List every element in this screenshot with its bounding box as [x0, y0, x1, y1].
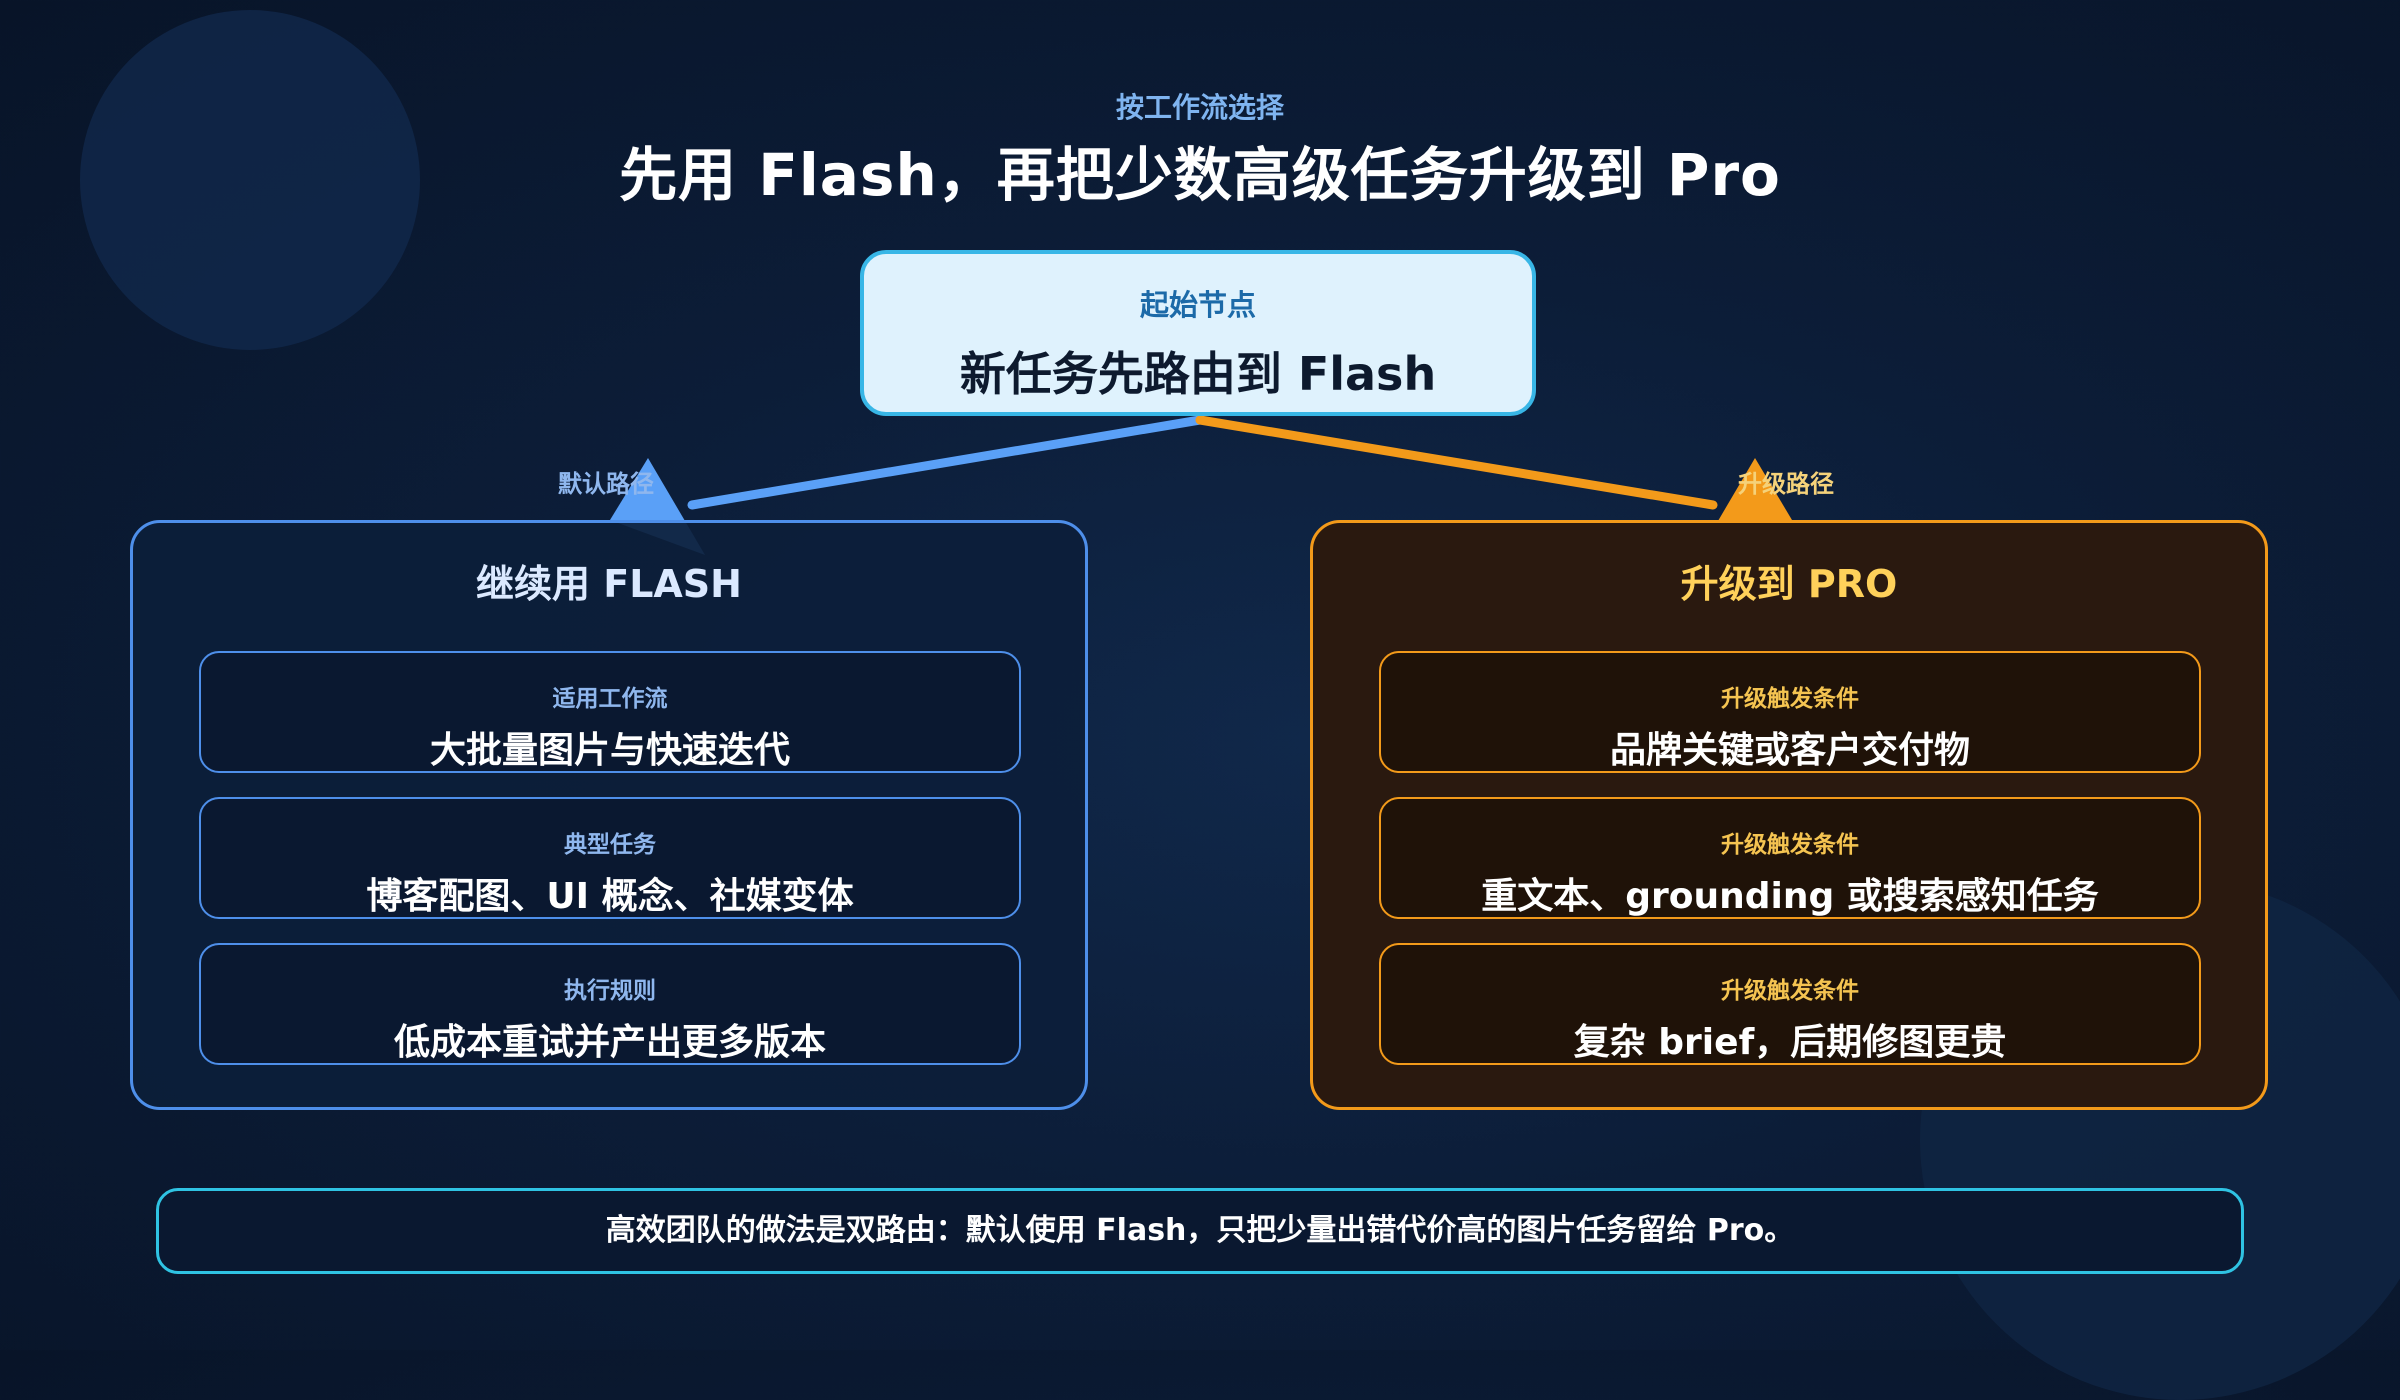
card-text: 重文本、grounding 或搜索感知任务: [1481, 876, 2099, 917]
upgrade-path-tag: 升级路径: [1738, 470, 1834, 498]
card-text: 品牌关键或客户交付物: [1609, 730, 1970, 771]
pro-card-trigger-brand: 升级触发条件 品牌关键或客户交付物: [1379, 651, 2201, 773]
card-eyebrow: 升级触发条件: [1721, 978, 1859, 1004]
page-title: 先用 Flash，再把少数高级任务升级到 Pro: [619, 141, 1781, 209]
default-path-tag: 默认路径: [558, 470, 654, 498]
card-text: 大批量图片与快速迭代: [429, 730, 790, 771]
pro-panel-title: 升级到 PRO: [1680, 562, 1898, 606]
card-eyebrow: 执行规则: [564, 978, 656, 1004]
summary-footer: 高效团队的做法是双路由：默认使用 Flash，只把少量出错代价高的图片任务留给 …: [156, 1188, 2244, 1274]
flash-card-workflow: 适用工作流 大批量图片与快速迭代: [199, 651, 1021, 773]
card-eyebrow: 升级触发条件: [1721, 686, 1859, 712]
flash-panel-title: 继续用 FLASH: [476, 562, 742, 606]
upgrade-path-arrow-line: [1195, 415, 1718, 510]
pro-card-trigger-complex-brief: 升级触发条件 复杂 brief，后期修图更贵: [1379, 943, 2201, 1065]
decorative-circle-top-left: [80, 10, 420, 350]
card-eyebrow: 升级触发条件: [1721, 832, 1859, 858]
flash-card-execution-rule: 执行规则 低成本重试并产出更多版本: [199, 943, 1021, 1065]
pro-panel: 升级到 PRO 升级触发条件 品牌关键或客户交付物 升级触发条件 重文本、gro…: [1310, 520, 2268, 1110]
pro-card-trigger-text-grounding: 升级触发条件 重文本、grounding 或搜索感知任务: [1379, 797, 2201, 919]
card-eyebrow: 适用工作流: [552, 686, 668, 712]
card-text: 复杂 brief，后期修图更贵: [1573, 1022, 2007, 1063]
card-eyebrow: 典型任务: [564, 832, 656, 858]
start-node-eyebrow: 起始节点: [1139, 288, 1256, 322]
start-node: 起始节点 新任务先路由到 Flash: [860, 250, 1536, 416]
header-kicker: 按工作流选择: [1115, 91, 1284, 124]
card-text: 博客配图、UI 概念、社媒变体: [366, 876, 854, 917]
start-node-label: 新任务先路由到 Flash: [959, 347, 1437, 401]
flash-card-typical-tasks: 典型任务 博客配图、UI 概念、社媒变体: [199, 797, 1021, 919]
default-path-arrow-line: [687, 415, 1205, 510]
card-text: 低成本重试并产出更多版本: [393, 1022, 826, 1063]
flash-panel: 继续用 FLASH 适用工作流 大批量图片与快速迭代 典型任务 博客配图、UI …: [130, 520, 1088, 1110]
